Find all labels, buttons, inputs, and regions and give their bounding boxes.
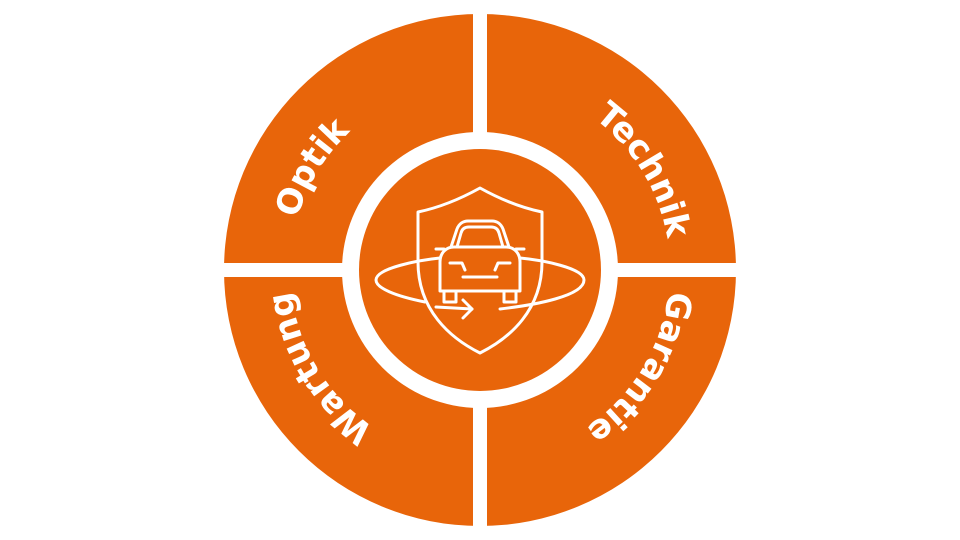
segment-optik-bg[interactable] xyxy=(224,14,480,270)
car-shield-rotate-icon xyxy=(374,186,586,355)
segment-garantie-bg[interactable] xyxy=(480,270,736,526)
segment-wartung-bg[interactable] xyxy=(224,270,480,526)
rotate-arrow-icon xyxy=(374,256,586,320)
car-icon xyxy=(434,219,526,304)
center-disc xyxy=(359,149,601,391)
shield-icon xyxy=(416,186,544,355)
segment-technik-bg[interactable] xyxy=(480,14,736,270)
